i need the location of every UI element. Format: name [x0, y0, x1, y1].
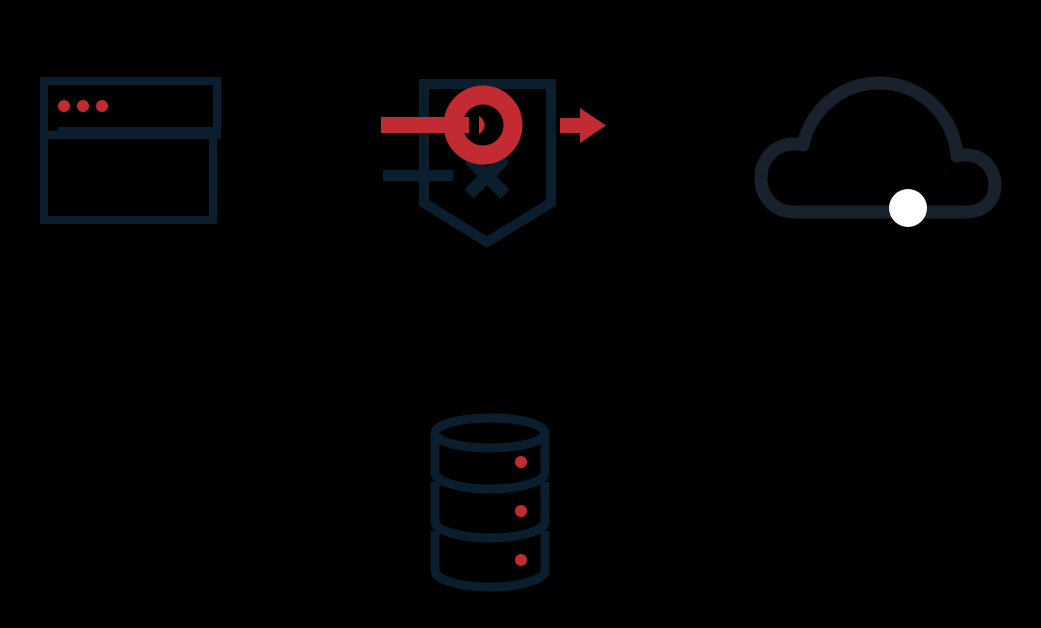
browser-titlebar-frame	[40, 77, 221, 139]
database-led-3	[515, 554, 527, 566]
node-database-store[interactable]	[415, 400, 565, 592]
blocked-flow-line	[383, 170, 453, 181]
database-tier-2	[430, 482, 550, 543]
database-led-2	[515, 505, 527, 517]
browser-dot-maximize[interactable]	[96, 100, 108, 112]
browser-dot-close[interactable]	[58, 100, 70, 112]
cloud-node-dot[interactable]	[889, 189, 927, 227]
key-circle-fill	[479, 116, 485, 134]
x-cross-icon	[464, 153, 510, 199]
database-tier-1	[430, 433, 550, 494]
database-top-ellipse	[430, 413, 550, 453]
key-circle-icon	[443, 85, 523, 165]
cloud-outline	[754, 76, 1002, 219]
node-client-browser[interactable]	[30, 70, 230, 235]
node-firewall-shield[interactable]	[375, 70, 610, 255]
browser-address-bar[interactable]	[58, 127, 216, 136]
browser-window-icon	[40, 77, 221, 224]
database-led-1	[515, 456, 527, 468]
shield-outline	[419, 79, 556, 248]
arrow-right-icon	[560, 108, 606, 143]
cloud-icon	[754, 76, 1002, 227]
browser-dot-minimize[interactable]	[77, 100, 89, 112]
database-icon	[430, 413, 550, 592]
shield-firewall-icon	[381, 79, 606, 248]
browser-body-frame	[40, 131, 217, 224]
database-tier-3	[430, 531, 550, 592]
node-cloud-service[interactable]	[745, 65, 1010, 235]
